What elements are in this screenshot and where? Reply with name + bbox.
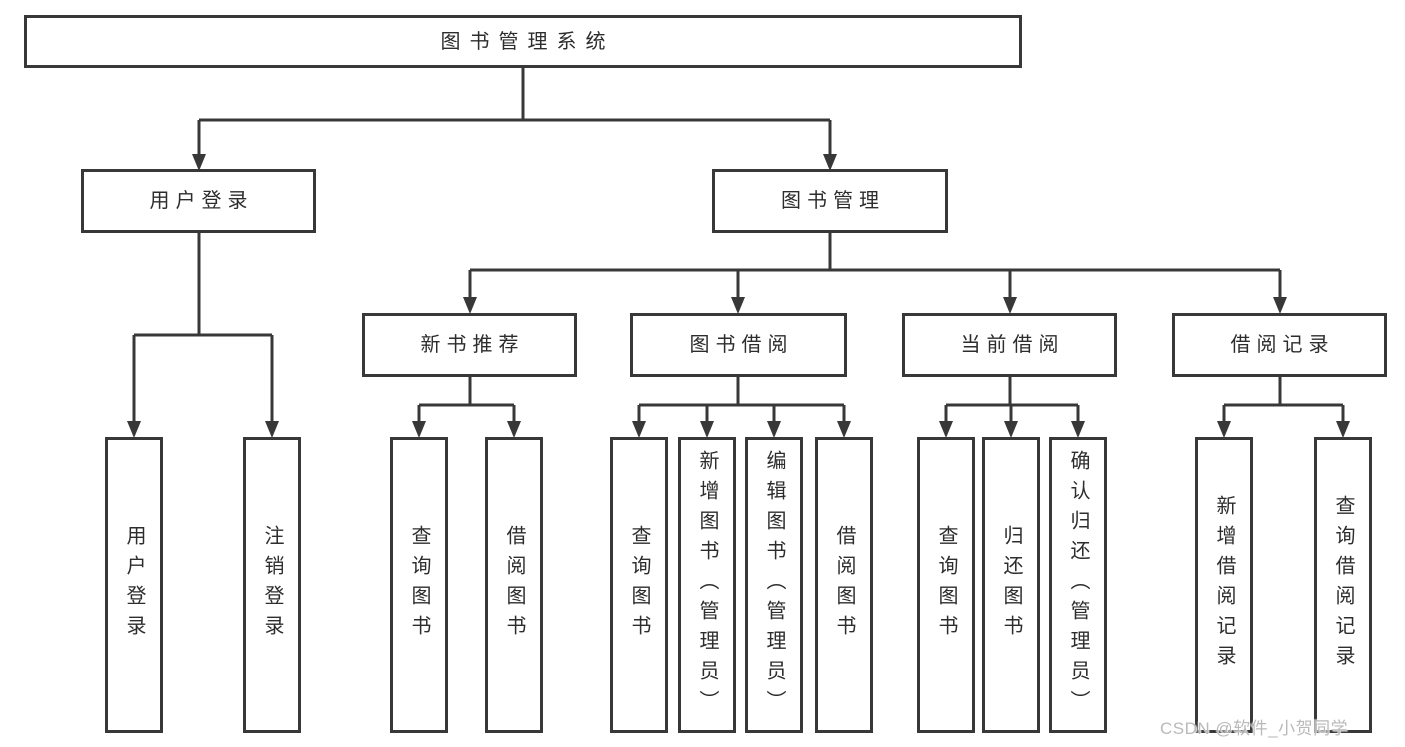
node-user-login-label: 用户登录 bbox=[149, 190, 254, 212]
node-borrow-records-label: 借阅记录 bbox=[1230, 334, 1335, 356]
leaf-logout: 注销登录 bbox=[243, 437, 301, 733]
leaf-user-login: 用户登录 bbox=[105, 437, 163, 733]
node-book-borrow: 图书借阅 bbox=[630, 313, 847, 377]
leaf-query-borrow-record-label: 查询借阅记录 bbox=[1332, 495, 1354, 675]
leaf-borrow-books-label: 借阅图书 bbox=[833, 525, 855, 645]
leaf-borrow-books: 借阅图书 bbox=[815, 437, 873, 733]
node-book-management-label: 图书管理 bbox=[781, 190, 885, 212]
leaf-return-book: 归还图书 bbox=[982, 437, 1040, 733]
leaf-borrow-books-recommend-label: 借阅图书 bbox=[503, 525, 525, 645]
node-book-management: 图书管理 bbox=[712, 169, 948, 233]
leaf-add-book-admin: 新增图书（管理员） bbox=[678, 437, 736, 733]
leaf-edit-book-admin: 编辑图书（管理员） bbox=[745, 437, 803, 733]
node-book-borrow-label: 图书借阅 bbox=[689, 334, 794, 356]
leaf-logout-label: 注销登录 bbox=[261, 525, 283, 645]
leaf-confirm-return-admin: 确认归还（管理员） bbox=[1049, 437, 1107, 733]
leaf-query-books-current-label: 查询图书 bbox=[935, 525, 957, 645]
leaf-query-books-current: 查询图书 bbox=[917, 437, 975, 733]
leaf-query-books-borrow-label: 查询图书 bbox=[628, 525, 650, 645]
leaf-add-borrow-record: 新增借阅记录 bbox=[1195, 437, 1253, 733]
node-current-borrow: 当前借阅 bbox=[902, 313, 1117, 377]
node-root-label: 图书管理系统 bbox=[440, 30, 615, 53]
node-user-login: 用户登录 bbox=[81, 169, 316, 233]
leaf-confirm-return-admin-label: 确认归还（管理员） bbox=[1067, 450, 1089, 720]
csdn-watermark: CSDN @软件_小贺同学 bbox=[1160, 719, 1349, 738]
leaf-query-books-recommend: 查询图书 bbox=[390, 437, 448, 733]
leaf-edit-book-admin-label: 编辑图书（管理员） bbox=[763, 450, 785, 720]
node-root: 图书管理系统 bbox=[24, 15, 1022, 68]
node-current-borrow-label: 当前借阅 bbox=[960, 334, 1065, 356]
leaf-return-book-label: 归还图书 bbox=[1000, 525, 1022, 645]
node-new-book-recommend-label: 新书推荐 bbox=[420, 334, 525, 356]
leaf-user-login-label: 用户登录 bbox=[123, 525, 145, 645]
leaf-borrow-books-recommend: 借阅图书 bbox=[485, 437, 543, 733]
node-borrow-records: 借阅记录 bbox=[1172, 313, 1387, 377]
leaf-add-book-admin-label: 新增图书（管理员） bbox=[696, 450, 718, 720]
node-new-book-recommend: 新书推荐 bbox=[362, 313, 577, 377]
leaf-query-borrow-record: 查询借阅记录 bbox=[1314, 437, 1372, 733]
leaf-add-borrow-record-label: 新增借阅记录 bbox=[1213, 495, 1235, 675]
leaf-query-books-recommend-label: 查询图书 bbox=[408, 525, 430, 645]
leaf-query-books-borrow: 查询图书 bbox=[610, 437, 668, 733]
